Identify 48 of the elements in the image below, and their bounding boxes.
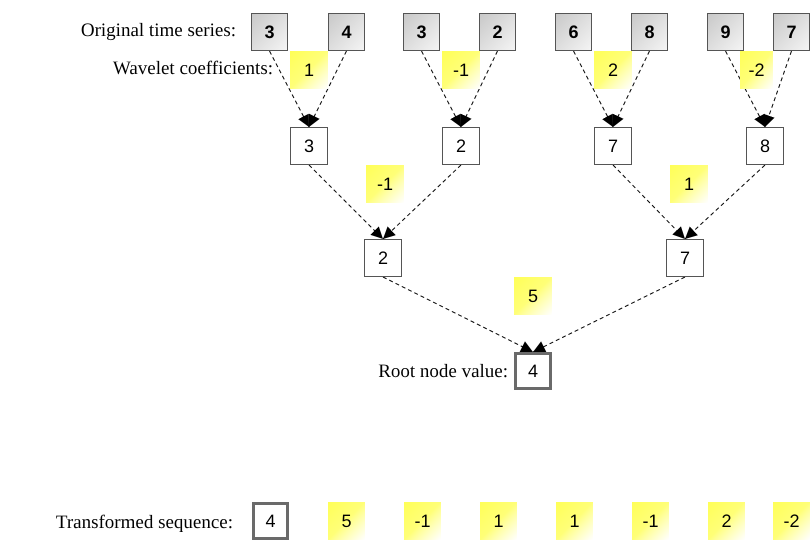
dashed-arrow [382,276,534,352]
root-value-box: 4 [252,502,289,540]
dashed-arrow [382,164,462,240]
dashed-arrow [308,164,384,240]
coefficient-box: -2 [773,502,810,540]
coefficient-box: 2 [708,502,745,540]
dashed-arrow [612,50,650,128]
dashed-arrow [763,50,792,128]
coefficient-box: 5 [328,502,365,540]
coefficient-box: 1 [556,502,593,540]
coefficient-box: -2 [740,51,773,89]
root-value-box: 4 [514,352,552,390]
value-box: 2 [442,127,480,165]
value-box: 7 [666,239,704,277]
value-box: 8 [631,13,668,51]
value-box: 7 [594,127,632,165]
coefficient-box: -1 [366,165,404,203]
value-box: 8 [746,127,784,165]
coefficient-box: 1 [480,502,517,540]
coefficient-box: -1 [404,502,441,540]
row-label: Wavelet coefficients: [112,57,273,81]
value-box: 3 [403,13,440,51]
dashed-arrow [725,50,766,128]
coefficient-box: 5 [514,277,552,315]
coefficient-box: -1 [442,51,480,89]
value-box: 3 [290,127,328,165]
coefficient-box: 2 [594,51,632,89]
dashed-arrow [612,164,686,240]
value-box: 7 [773,13,810,51]
dashed-arrow [269,50,310,128]
value-box: 6 [555,13,592,51]
row-label: Original time series: [80,19,236,43]
dashed-arrow [573,50,614,128]
dashed-arrow [532,276,686,352]
dashed-arrow [421,50,462,128]
coefficient-box: -1 [632,502,669,540]
value-box: 2 [479,13,516,51]
dashed-arrow [308,50,347,128]
value-box: 3 [251,13,288,51]
value-box: 4 [328,13,365,51]
dashed-arrow [460,50,498,128]
dashed-arrow [684,164,766,240]
row-label: Transformed sequence: [56,511,233,535]
value-box: 9 [707,13,744,51]
row-label: Root node value: [378,360,508,384]
coefficient-box: 1 [290,51,328,89]
value-box: 2 [364,239,402,277]
coefficient-box: 1 [670,165,708,203]
